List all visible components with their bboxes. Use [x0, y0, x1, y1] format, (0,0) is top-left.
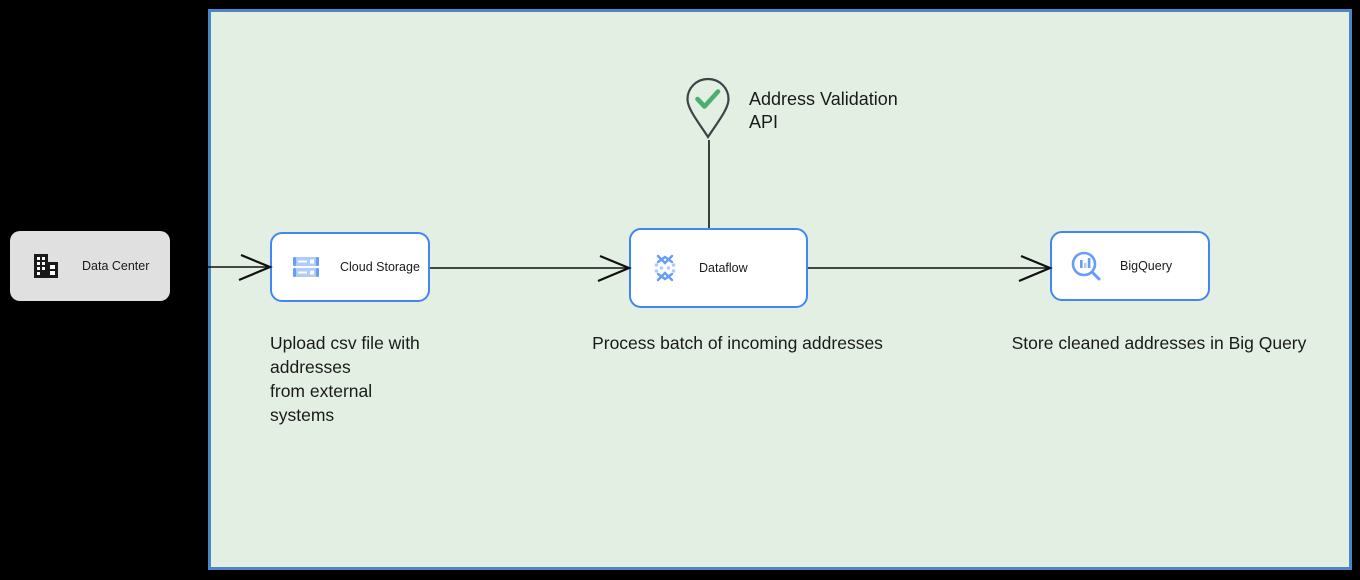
cloud-storage-icon — [290, 251, 322, 283]
caption-dataflow: Process batch of incoming addresses — [592, 333, 883, 353]
map-pin-check-icon[interactable] — [684, 76, 732, 140]
caption-cloud-storage: Upload csv file with addresses from exte… — [270, 333, 420, 425]
node-cloud-storage[interactable]: Cloud Storage — [270, 232, 430, 302]
node-dataflow[interactable]: Dataflow — [629, 228, 808, 308]
node-bigquery[interactable]: BigQuery — [1050, 231, 1210, 301]
node-bigquery-label: BigQuery — [1120, 259, 1173, 273]
node-dataflow-label: Dataflow — [699, 261, 748, 275]
node-cloud-storage-label: Cloud Storage — [340, 260, 420, 274]
address-validation-api-label: Address Validation API — [749, 89, 898, 132]
bigquery-magnifier-icon — [1070, 250, 1102, 282]
node-data-center-label: Data Center — [82, 259, 150, 273]
data-center-building-icon — [30, 250, 62, 282]
caption-bigquery: Store cleaned addresses in Big Query — [1011, 333, 1307, 353]
node-data-center[interactable]: Data Center — [10, 231, 170, 301]
dataflow-icon — [649, 252, 681, 284]
